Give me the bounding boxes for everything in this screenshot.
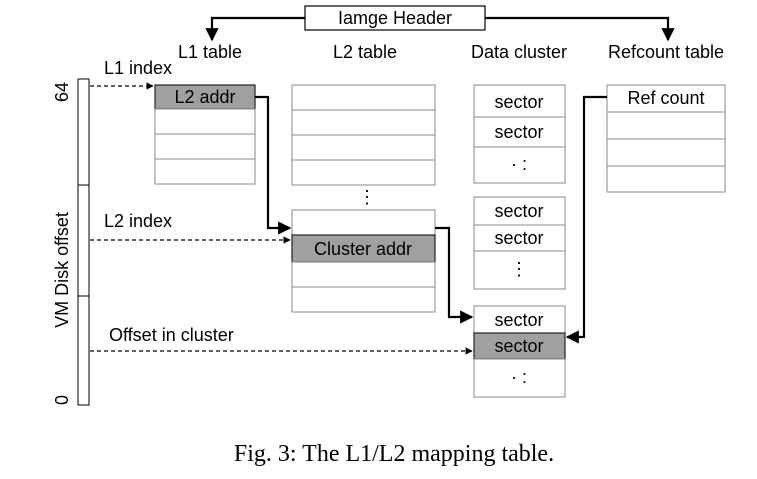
sector-cell-continuation	[473, 250, 566, 290]
sector-continuation-dots: · :	[511, 154, 527, 174]
header-arrow-to-l1	[205, 16, 305, 42]
sector-cell	[473, 305, 566, 334]
l2-entry	[291, 261, 436, 288]
sector-cell-continuation	[473, 358, 566, 398]
offset-max-label: 64	[52, 82, 72, 102]
refcount-entry	[606, 165, 726, 193]
sector-cell	[473, 84, 566, 118]
sector-label: sector	[494, 228, 543, 248]
l2-entry	[291, 109, 436, 136]
l2-index-label: L2 index	[104, 211, 172, 231]
l2-entry	[291, 134, 436, 161]
ref-count-pointer-arrow	[565, 95, 607, 344]
l2-entry	[291, 159, 436, 186]
sector-cell-continuation	[473, 146, 566, 184]
header-arrow-to-refcount	[485, 16, 675, 42]
data-cluster-heading: Data cluster	[471, 42, 567, 62]
ref-count-label: Ref count	[627, 88, 704, 108]
l2-table-upper	[291, 84, 436, 186]
offset-in-cluster-label: Offset in cluster	[109, 325, 234, 345]
l1-entry	[154, 133, 256, 160]
l2-continuation-dots: ⋮	[358, 187, 376, 207]
l1-entry	[154, 158, 256, 185]
l2-addr-label: L2 addr	[174, 87, 235, 107]
refcount-entry	[606, 138, 726, 167]
sector-label: sector	[494, 122, 543, 142]
sector-label-highlighted: sector	[494, 336, 543, 356]
sector-label: sector	[494, 201, 543, 221]
data-cluster-3: sector sector · :	[473, 305, 566, 398]
l2-table-lower: Cluster addr	[291, 209, 436, 313]
sector-label: sector	[494, 310, 543, 330]
refcount-entry-ref-count	[606, 84, 726, 113]
data-cluster-2: sector sector ⋮	[473, 196, 566, 290]
l2-entry	[291, 286, 436, 313]
sector-cell-highlighted	[473, 332, 566, 360]
l1-entry	[154, 108, 256, 135]
image-header-label: Iamge Header	[338, 8, 452, 28]
offset-min-label: 0	[52, 395, 72, 405]
l2-entry-cluster-addr	[291, 234, 436, 263]
l2-addr-pointer-arrow	[255, 95, 292, 235]
data-cluster-1: sector sector · :	[473, 84, 566, 184]
cluster-addr-label: Cluster addr	[314, 239, 412, 259]
l1-table-heading: L1 table	[178, 42, 242, 62]
l2-table-heading: L2 table	[333, 42, 397, 62]
l2-entry	[291, 84, 436, 111]
refcount-table: Ref count	[606, 84, 726, 193]
refcount-table-heading: Refcount table	[608, 42, 724, 62]
sector-label: sector	[494, 92, 543, 112]
cluster-addr-pointer-arrow	[435, 226, 474, 324]
l1-index-label: L1 index	[104, 58, 172, 78]
l1-table: L2 addr	[154, 84, 256, 185]
vm-disk-offset-bar	[77, 78, 90, 406]
vm-disk-offset-label: VM Disk offset	[52, 212, 72, 328]
image-header: Iamge Header	[304, 5, 486, 31]
refcount-entry	[606, 111, 726, 140]
l2-entry	[291, 209, 436, 236]
figure-caption: Fig. 3: The L1/L2 mapping table.	[234, 441, 554, 467]
sector-continuation-dots: ⋮	[510, 259, 528, 279]
sector-continuation-dots: · :	[511, 367, 527, 387]
